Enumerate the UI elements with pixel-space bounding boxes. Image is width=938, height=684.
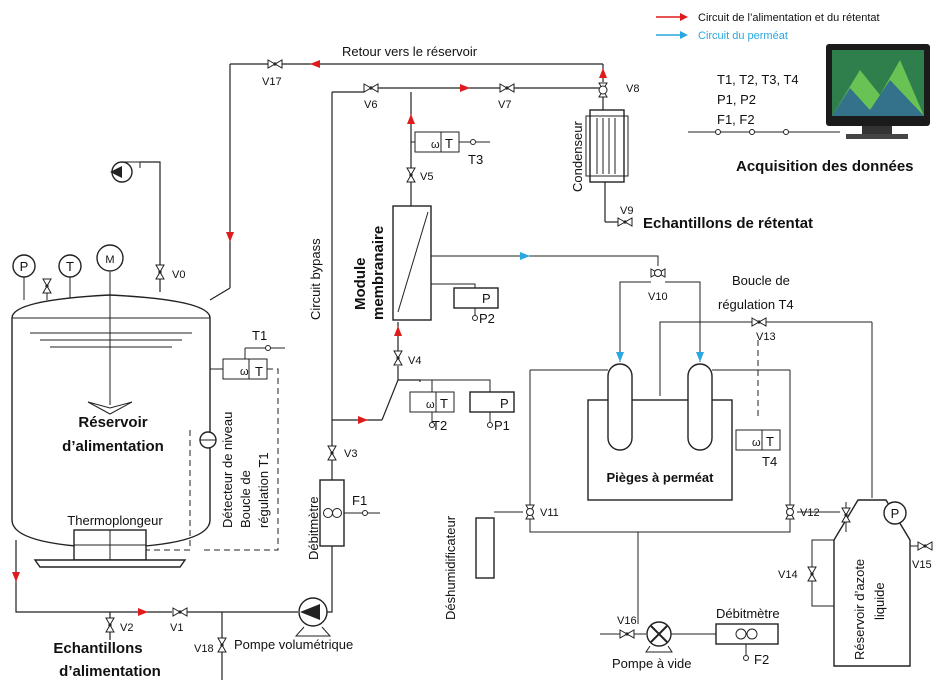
svg-text:V9: V9 bbox=[620, 205, 633, 217]
svg-text:V3: V3 bbox=[344, 448, 357, 460]
thermoplongeur-label: Thermoplongeur bbox=[67, 513, 163, 528]
svg-text:P2: P2 bbox=[479, 311, 495, 326]
permeate-traps: V10 Pièges à perméat V13 Boucle de régul… bbox=[529, 268, 873, 505]
svg-text:V10: V10 bbox=[648, 291, 668, 303]
svg-text:F1, F2: F1, F2 bbox=[717, 112, 755, 127]
svg-text:V5: V5 bbox=[420, 171, 433, 183]
feed-outlet: V2 V1 V18 Echantillons d’alimentation bbox=[12, 540, 298, 680]
svg-text:V6: V6 bbox=[364, 99, 377, 111]
legend-permeate: Circuit du perméat bbox=[698, 30, 788, 42]
svg-text:ω: ω bbox=[752, 437, 761, 449]
svg-text:V16: V16 bbox=[617, 615, 637, 627]
detecteur-label: Détecteur de niveau bbox=[220, 412, 235, 528]
vacuum-pump-group: V16 Pompe à vide F2 Débitmètre bbox=[600, 606, 780, 671]
svg-text:T3: T3 bbox=[468, 152, 483, 167]
pieges-label: Pièges à perméat bbox=[607, 470, 715, 485]
svg-text:ω: ω bbox=[431, 139, 440, 151]
regulation-loop-t1: ω T T1 Détecteur de niveau Boucle de rég… bbox=[146, 328, 285, 551]
module-label-2: membranaire bbox=[370, 226, 387, 320]
boucle-t4-label-1: Boucle de bbox=[732, 273, 790, 288]
nitrogen-reservoir: Réservoir d’azote liquide P V14 V15 bbox=[778, 499, 933, 667]
svg-text:V8: V8 bbox=[626, 83, 639, 95]
svg-text:V4: V4 bbox=[408, 355, 421, 367]
svg-text:V17: V17 bbox=[262, 76, 282, 88]
circuit-bypass-label: Circuit bypass bbox=[308, 238, 323, 320]
svg-text:V0: V0 bbox=[172, 269, 185, 281]
boucle-t1-label-1: Boucle de bbox=[238, 470, 253, 528]
acquisition-label: Acquisition des données bbox=[736, 158, 914, 175]
svg-text:T: T bbox=[440, 396, 448, 411]
svg-text:T4: T4 bbox=[762, 454, 777, 469]
svg-text:P1, P2: P1, P2 bbox=[717, 92, 756, 107]
data-acquisition: T1, T2, T3, T4 P1, P2 F1, F2 Acquisition… bbox=[688, 44, 930, 175]
boucle-t1-label-2: régulation T1 bbox=[256, 452, 271, 528]
top-pump-icon: V0 bbox=[110, 161, 185, 292]
retour-label: Retour vers le réservoir bbox=[342, 44, 478, 59]
reservoir-label-2: d’alimentation bbox=[62, 438, 164, 455]
feed-reservoir: Réservoir d’alimentation P T M Thermoplo… bbox=[11, 244, 217, 568]
t1-label: T1 bbox=[252, 328, 267, 343]
condenseur-label: Condenseur bbox=[570, 121, 585, 192]
svg-text:ω: ω bbox=[426, 399, 435, 411]
svg-text:V2: V2 bbox=[120, 622, 133, 634]
svg-text:T: T bbox=[255, 364, 263, 379]
svg-text:V7: V7 bbox=[498, 99, 511, 111]
debitmetre-label-2: Débitmètre bbox=[716, 606, 780, 621]
feed-pump-icon: Pompe volumétrique bbox=[234, 546, 353, 652]
svg-text:M: M bbox=[105, 254, 114, 266]
svg-text:F2: F2 bbox=[754, 652, 769, 667]
svg-text:T1, T2, T3, T4: T1, T2, T3, T4 bbox=[717, 72, 799, 87]
membrane-feed-line: V4 ω T T2 P P1 bbox=[332, 322, 515, 433]
module-label-1: Module bbox=[352, 258, 369, 311]
membrane-module: Module membranaire P P2 V5 ω T T3 bbox=[352, 92, 659, 326]
svg-text:ω: ω bbox=[240, 366, 249, 378]
svg-text:P1: P1 bbox=[494, 418, 510, 433]
flowmeter-f1: F1 Débitmètre V3 Circuit bypass bbox=[306, 92, 380, 560]
azote-label-1: Réservoir d’azote bbox=[852, 559, 867, 660]
debitmetre-label-1: Débitmètre bbox=[306, 496, 321, 560]
top-return-line: V6 V7 V8 V17 Retour vers le réservoir bbox=[209, 44, 639, 301]
echantillons-alim-label-2: d’alimentation bbox=[59, 663, 161, 680]
condenser: Condenseur V9 Echantillons de rétentat bbox=[570, 109, 813, 232]
echantillons-alim-label-1: Echantillons bbox=[53, 640, 142, 657]
svg-text:T: T bbox=[766, 434, 774, 449]
svg-text:V11: V11 bbox=[540, 507, 559, 519]
azote-label-2: liquide bbox=[872, 582, 887, 620]
svg-text:V14: V14 bbox=[778, 569, 798, 581]
trap-valves: V11 V12 bbox=[494, 504, 840, 624]
svg-text:V13: V13 bbox=[756, 331, 776, 343]
legend-feed: Circuit de l’alimentation et du rétentat bbox=[698, 12, 880, 24]
deshumidificateur-label: Déshumidificateur bbox=[443, 515, 458, 620]
pompe-vol-label: Pompe volumétrique bbox=[234, 637, 353, 652]
svg-text:T: T bbox=[66, 259, 74, 274]
svg-text:V12: V12 bbox=[800, 507, 820, 519]
computer-icon bbox=[826, 44, 930, 139]
boucle-t4-label-2: régulation T4 bbox=[718, 297, 794, 312]
svg-text:P: P bbox=[891, 506, 900, 521]
echantillons-retentat-label: Echantillons de rétentat bbox=[643, 215, 813, 232]
motor-icon bbox=[96, 244, 124, 272]
svg-text:V1: V1 bbox=[170, 622, 183, 634]
svg-text:V15: V15 bbox=[912, 559, 932, 571]
svg-text:P: P bbox=[482, 291, 491, 306]
svg-text:T2: T2 bbox=[432, 418, 447, 433]
svg-text:T: T bbox=[445, 136, 453, 151]
pompe-vide-label: Pompe à vide bbox=[612, 656, 692, 671]
dehumidifier: Déshumidificateur bbox=[443, 515, 495, 620]
svg-text:F1: F1 bbox=[352, 493, 367, 508]
reservoir-label-1: Réservoir bbox=[78, 414, 147, 431]
svg-text:V18: V18 bbox=[194, 643, 214, 655]
svg-text:P: P bbox=[500, 396, 509, 411]
legend: Circuit de l’alimentation et du rétentat… bbox=[656, 12, 880, 42]
svg-text:P: P bbox=[20, 259, 29, 274]
